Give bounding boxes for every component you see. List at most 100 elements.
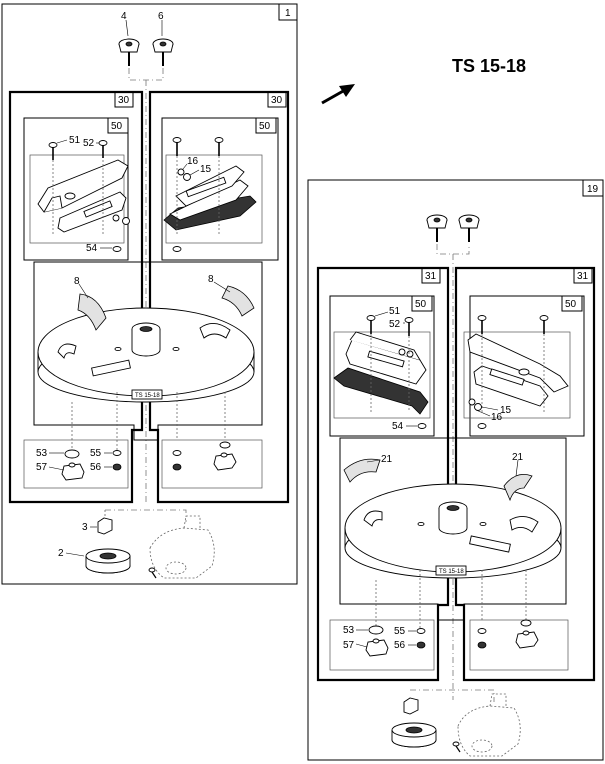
knife-holder-left — [37, 159, 130, 233]
small-bolt — [148, 567, 157, 579]
bolt-b-51 — [366, 315, 376, 334]
part-label-56: 56 — [90, 462, 102, 473]
right-right-subassembly-31-frame — [454, 266, 596, 682]
box-50-b-left-frame — [329, 295, 435, 437]
bolt-pair-right-a — [172, 137, 224, 156]
part-label-2: 2 — [58, 548, 64, 559]
washer-b-right-b — [520, 619, 532, 627]
right-left-subassembly-31-frame — [316, 266, 450, 682]
part-label-b-15: 15 — [500, 405, 512, 416]
knife-holder-right — [163, 165, 257, 231]
washer-right-b — [219, 441, 231, 449]
disc-b-plate-label: TS 15-18 — [439, 569, 464, 575]
gearbox-outline — [149, 515, 215, 579]
box-30-left-number: 30 — [118, 95, 130, 106]
model-title: TS 15-18 — [452, 56, 526, 76]
part-label-6: 6 — [158, 11, 164, 22]
part-label-55: 55 — [90, 448, 102, 459]
box-30-right — [267, 91, 287, 108]
nut-b-right-a — [477, 423, 487, 429]
box-50-right — [255, 117, 277, 134]
direction-arrow — [321, 84, 355, 105]
bottom-group-b-right — [469, 619, 569, 671]
part-label-b-51: 51 — [389, 306, 401, 317]
inner-group-b-left — [333, 331, 431, 419]
blade-21-right — [503, 473, 533, 502]
washer-53 — [64, 449, 80, 459]
nut-54 — [112, 246, 122, 252]
disc-section-frame — [33, 261, 263, 441]
assembly-19-number-box — [582, 179, 604, 197]
box-31-left-number: 31 — [425, 271, 437, 282]
washer-b-15-16 — [468, 398, 482, 411]
box-50-b-left — [411, 295, 433, 312]
assembly-19: 19 31 31 50 50 — [307, 179, 604, 761]
blade-8-left — [77, 293, 107, 331]
bolt-52 — [98, 140, 108, 158]
nut-right-a — [172, 246, 182, 252]
knife-clamp-b-57 — [365, 638, 389, 657]
box-31-right — [573, 267, 593, 284]
part-label-8-right: 8 — [208, 274, 214, 285]
nut-b-54 — [417, 423, 427, 429]
box-31-left — [421, 267, 441, 284]
bolt-pair-b-right — [477, 315, 549, 334]
disc-plate — [131, 389, 163, 400]
part-label-16: 16 — [187, 156, 199, 167]
knife-clamp-right — [213, 452, 237, 471]
disc-b-section-frame — [339, 437, 567, 621]
blade-8-right — [221, 285, 255, 317]
part-label-4: 4 — [121, 11, 127, 22]
part-label-3: 3 — [82, 522, 88, 533]
bottom-group-right — [161, 439, 263, 489]
assembly-1-frame — [1, 3, 298, 585]
bottom-group-b-left — [329, 619, 435, 671]
nut-right-b — [172, 463, 182, 471]
inner-group-b-right — [463, 331, 571, 419]
blade-21-left — [343, 458, 381, 483]
box-50-b-right — [561, 295, 583, 312]
washer-b-right-a — [477, 628, 487, 634]
knife-holder-b-left — [333, 331, 429, 415]
assembly-1-number-box — [278, 3, 298, 21]
knife-holder-b-right — [467, 333, 569, 407]
part-label-8-left: 8 — [74, 276, 80, 287]
part-label-54: 54 — [86, 243, 98, 254]
part-label-b-55: 55 — [394, 626, 406, 637]
knob-bolt-4 — [118, 38, 140, 66]
assembly-19-number: 19 — [587, 184, 599, 195]
hub-2 — [85, 548, 131, 574]
part-label-51: 51 — [69, 135, 81, 146]
box-50-left-number: 50 — [111, 121, 123, 132]
mowing-disc-b: TS 15-18 — [344, 483, 562, 579]
disc-plate-label: TS 15-18 — [135, 393, 160, 399]
box-50-right-number: 50 — [259, 121, 271, 132]
box-50-b-left-number: 50 — [415, 299, 427, 310]
left-subassembly-30-frame — [8, 90, 144, 504]
part-label-15: 15 — [200, 164, 212, 175]
part-label-b-57: 57 — [343, 640, 355, 651]
knife-clamp-b-right — [515, 630, 539, 649]
box-31-right-number: 31 — [577, 271, 589, 282]
knife-clamp-57 — [61, 462, 85, 481]
bolt-51 — [48, 142, 58, 160]
gearbox-b-outline — [457, 693, 521, 757]
box-50-b-right-frame — [469, 295, 585, 437]
nut-b-right-b — [477, 641, 487, 649]
box-50-left — [107, 117, 129, 134]
washer-b-55 — [416, 628, 426, 634]
mowing-disc: TS 15-18 — [37, 307, 255, 403]
box-50-right-frame — [161, 117, 279, 261]
right-subassembly-30-frame — [148, 90, 290, 504]
part-label-57: 57 — [36, 462, 48, 473]
assembly-1-number: 1 — [285, 8, 291, 19]
part-label-b-16: 16 — [491, 412, 503, 423]
hex-nut-b — [403, 697, 419, 715]
part-label-53: 53 — [36, 448, 48, 459]
box-50-b-right-number: 50 — [565, 299, 577, 310]
part-label-b-54: 54 — [392, 421, 404, 432]
part-label-b-21-left: 21 — [381, 454, 393, 465]
nut-56 — [112, 463, 122, 471]
part-label-b-56: 56 — [394, 640, 406, 651]
knob-bolt-right-b — [458, 214, 480, 242]
